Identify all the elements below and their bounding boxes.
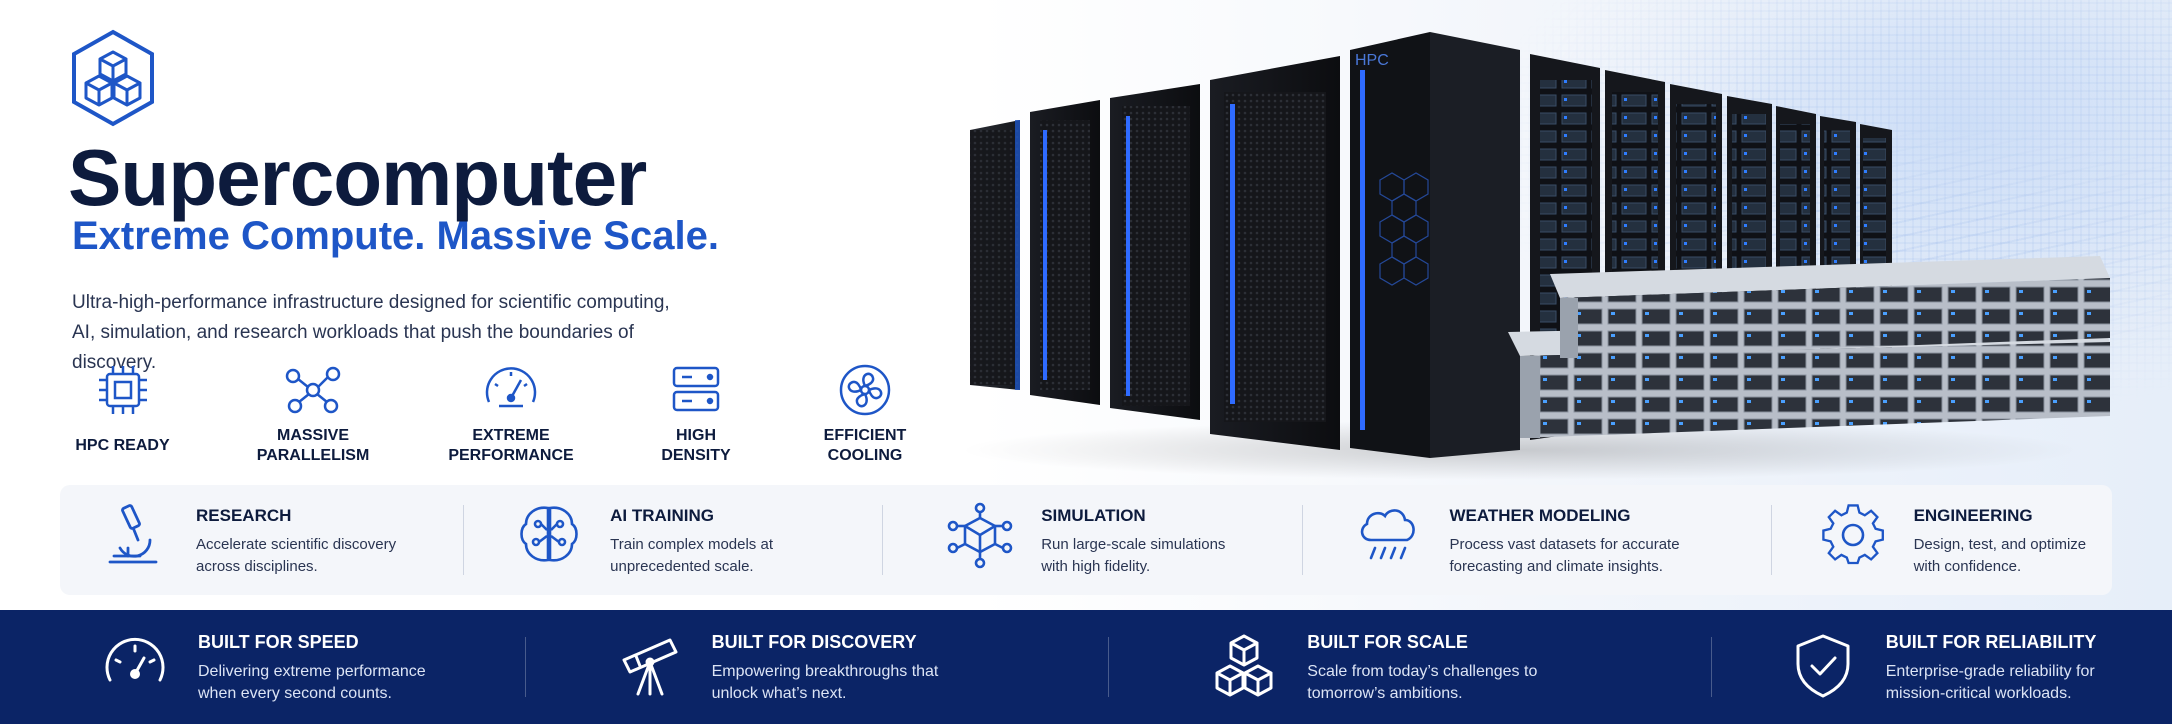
server-stack-icon [672,366,720,412]
description-line: Ultra-high-performance infrastructure de… [72,292,670,313]
benefit-text: tomorrow’s ambitions. [1307,684,1463,702]
benefit-title: BUILT FOR SCALE [1307,631,1468,652]
rack-hpc-label: HPC [1355,52,1389,69]
telescope-icon [622,638,678,695]
usecase-text: across disciplines. [196,558,318,575]
page-title: Supercomputer [68,133,647,222]
shield-check-icon [1796,634,1850,697]
usecase-ai-training: AI TRAINING Train complex models at unpr… [514,500,882,580]
divider [1108,637,1110,697]
usecase-text: forecasting and climate insights. [1449,558,1663,575]
benefit-text: Delivering extreme performance [198,662,426,680]
feature-label: EXTREME [472,427,550,444]
divider [1710,637,1712,697]
cube-network-icon [947,502,1013,569]
usecase-research: RESEARCH Accelerate scientific discovery… [60,500,463,580]
network-nodes-icon [285,366,341,414]
usecase-text: unprecedented scale. [610,558,754,575]
feature-extreme-performance: EXTREME PERFORMANCE [441,360,581,470]
divider [882,505,884,575]
usecase-weather-modeling: WEATHER MODELING Process vast datasets f… [1353,500,1770,580]
usecase-simulation: SIMULATION Run large-scale simulations w… [945,500,1302,580]
speedometer-icon [485,367,537,408]
benefit-title: BUILT FOR SPEED [198,631,359,652]
cooling-fan-icon [839,364,891,416]
benefit-scale: BUILT FOR SCALE Scale from today’s chall… [1209,630,1710,705]
gear-icon [1821,504,1884,565]
benefit-reliability: BUILT FOR RELIABILITY Enterprise-grade r… [1788,630,2172,705]
usecase-title: AI TRAINING [610,506,715,525]
usecase-text: Accelerate scientific discovery [196,536,397,553]
usecase-engineering: ENGINEERING Design, test, and optimize w… [1818,500,2112,580]
feature-label: PARALLELISM [256,447,370,464]
benefit-discovery: BUILT FOR DISCOVERY Empowering breakthro… [614,630,1109,705]
usecase-strip: RESEARCH Accelerate scientific discovery… [60,485,2112,595]
usecase-text: Process vast datasets for accurate [1449,536,1680,553]
feature-high-density: HIGH DENSITY [641,360,751,470]
divider [463,505,465,575]
page-subtitle: Extreme Compute. Massive Scale. [72,214,719,258]
benefits-band: BUILT FOR SPEED Delivering extreme perfo… [0,610,2172,724]
feature-label: COOLING [827,447,903,464]
benefit-text: mission-critical workloads. [1885,684,2072,702]
server-racks-illustration: HPC [960,32,2110,480]
divider [1770,505,1772,575]
usecase-text: Design, test, and optimize [1913,536,2087,553]
usecase-text: Train complex models at [610,536,773,553]
feature-efficient-cooling: EFFICIENT COOLING [805,360,925,470]
benefit-title: BUILT FOR RELIABILITY [1885,631,2097,652]
feature-label: EFFICIENT [823,427,907,444]
usecase-title: ENGINEERING [1913,506,2033,525]
benefit-title: BUILT FOR DISCOVERY [711,631,917,652]
benefit-text: Scale from today’s challenges to [1307,662,1538,680]
cubes-logo-icon [72,29,154,127]
feature-label: DENSITY [661,447,731,464]
feature-label: MASSIVE [276,427,349,444]
usecase-title: RESEARCH [196,506,292,525]
feature-row: HPC READY MASSIVE PARALLELISM EXTREME [60,360,910,470]
benefit-speed: BUILT FOR SPEED Delivering extreme perfo… [0,630,525,705]
usecase-title: WEATHER MODELING [1449,506,1631,525]
feature-label: PERFORMANCE [448,447,574,464]
cloud-rain-icon [1361,509,1416,560]
feature-label: HIGH [676,427,716,444]
divider [524,637,526,697]
ai-brain-icon [520,506,578,562]
benefit-text: Enterprise-grade reliability for [1885,662,2095,680]
microscope-icon [108,504,158,564]
usecase-text: with confidence. [1913,558,2022,575]
cpu-chip-icon [98,366,147,414]
feature-label: HPC READY [75,437,170,454]
feature-massive-parallelism: MASSIVE PARALLELISM [243,360,383,470]
usecase-title: SIMULATION [1041,506,1146,525]
description-line: AI, simulation, and research workloads t… [72,322,634,373]
benefit-text: when every second counts. [198,684,392,702]
divider [1302,505,1304,575]
benefit-text: unlock what’s next. [711,684,847,702]
usecase-text: Run large-scale simulations [1041,536,1226,553]
usecase-text: with high fidelity. [1041,558,1151,575]
speed-gauge-icon [105,637,165,681]
cubes-icon [1215,634,1273,696]
benefit-text: Empowering breakthroughs that [711,662,939,680]
page-description: Ultra-high-performance infrastructure de… [72,288,712,378]
feature-hpc-ready: HPC READY [60,360,185,470]
